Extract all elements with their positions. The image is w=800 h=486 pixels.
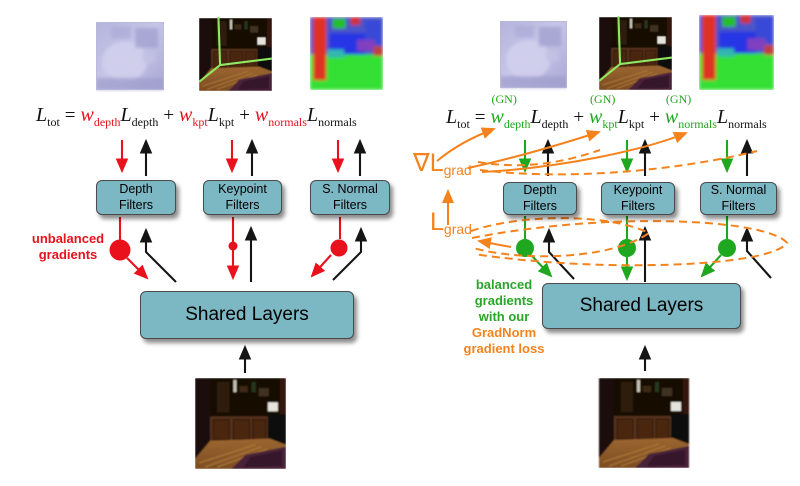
right-gradient-dot-1 — [516, 239, 534, 257]
nabla-dashed-curve-2 — [479, 150, 758, 176]
right-keypoint-target-image — [599, 15, 672, 92]
gradnorm-loss-arrows — [436, 127, 789, 267]
box-label-line: Keypoint — [218, 181, 267, 196]
left-gradient-dot-medium — [330, 239, 348, 257]
dot-to-lgrad-arrow — [477, 237, 512, 250]
annotation-line: gradient loss — [463, 341, 545, 356]
plus-sign: + — [649, 107, 660, 128]
box-label-line: S. Normal — [710, 182, 767, 197]
nabla-dashed-curve-1 — [477, 149, 601, 167]
right-normals-target-image — [699, 15, 774, 90]
left-eq-total-loss: Ltot — [36, 104, 60, 129]
shared-layers-label: Shared Layers — [185, 304, 309, 325]
annotation-line: unbalanced — [31, 231, 105, 246]
left-snormal-filters-box: S. Normal Filters — [310, 180, 390, 215]
right-green-grad-arrow-3 — [700, 254, 722, 278]
left-black-bent-arrow-1 — [139, 227, 177, 283]
left-loss-filter-arrows — [115, 138, 367, 176]
right-snormal-filters-box: S. Normal Filters — [700, 182, 777, 215]
right-eq-l-kpt: Lkpt — [617, 106, 645, 131]
right-eq-total-loss: Ltot — [446, 106, 470, 131]
left-eq-w-depth: wdepth — [80, 104, 121, 129]
right-eq-w-normals: (GN)wnormals — [664, 92, 717, 131]
left-red-grad-arrow-3 — [310, 254, 332, 278]
box-label-line: Filters — [721, 198, 756, 213]
right-black-bent-arrow-1 — [542, 227, 575, 280]
equals-sign: = — [64, 105, 76, 126]
lgrad-base: L — [430, 208, 444, 236]
left-unbalanced-gradient-arrows — [109, 217, 368, 373]
box-label-line: Filters — [118, 197, 154, 212]
right-depth-filters-box: Depth Filters — [503, 182, 577, 215]
annotation-line: gradients — [474, 293, 534, 308]
right-balanced-gradient-arrows — [516, 216, 772, 371]
left-normals-target-image — [310, 17, 383, 90]
left-gradient-dot-small — [228, 241, 238, 251]
right-keypoint-filters-box: Keypoint Filters — [601, 182, 675, 215]
lgrad-base: L — [429, 149, 444, 177]
annotation-line: balanced — [475, 277, 533, 292]
equals-sign: = — [474, 107, 486, 128]
right-eq-l-normals: Lnormals — [716, 106, 767, 131]
plus-sign: + — [239, 105, 250, 126]
shared-layers-label: Shared Layers — [579, 295, 704, 316]
left-eq-l-normals: Lnormals — [306, 104, 357, 129]
right-green-grad-arrow-1 — [530, 254, 553, 278]
nabla-lgrad-label: ∇Lgrad — [413, 148, 472, 178]
annotation-line: GradNorm — [471, 325, 537, 340]
right-loss-equation: Ltot = (GN)wdepth Ldepth + (GN)wkpt Lkpt… — [446, 92, 767, 132]
left-red-grad-arrow-1 — [126, 257, 149, 280]
nabla-to-wnormals-arrow — [481, 132, 688, 173]
right-gradient-dot-2 — [618, 239, 636, 257]
box-label-line: Filters — [332, 197, 368, 212]
gn-superscript: (GN) — [491, 92, 517, 106]
left-eq-l-kpt: Lkpt — [207, 104, 235, 129]
right-depth-target-image — [500, 17, 567, 92]
left-depth-filters-box: Depth Filters — [96, 180, 176, 215]
right-gradient-dot-3 — [718, 239, 736, 257]
plus-sign: + — [163, 105, 175, 126]
plus-sign: + — [573, 107, 585, 128]
right-eq-l-depth: Ldepth — [530, 106, 569, 131]
nabla-symbol: ∇ — [413, 149, 430, 177]
balanced-gradients-label: balanced gradients with our GradNorm gra… — [452, 277, 556, 357]
gn-superscript: (GN) — [665, 92, 692, 106]
right-eq-w-kpt: (GN)wkpt — [589, 92, 618, 131]
box-label-line: Filters — [225, 197, 260, 212]
box-label-line: Filters — [522, 198, 558, 213]
left-black-bent-arrow-3 — [332, 226, 368, 281]
box-label-line: Filters — [620, 198, 656, 213]
left-keypoint-filters-box: Keypoint Filters — [203, 180, 282, 215]
left-depth-target-image — [96, 20, 164, 92]
annotation-line: with our — [478, 309, 530, 324]
lgrad-sub: grad — [443, 221, 472, 238]
left-gradient-dot-large — [109, 239, 131, 261]
box-label-line: Depth — [523, 182, 557, 197]
box-label-line: S. Normal — [322, 181, 378, 196]
lgrad-loop-1 — [470, 217, 651, 258]
left-loss-equation: Ltot = wdepth Ldepth + wkpt Lkpt + wnorm… — [36, 104, 357, 130]
left-keypoint-target-image — [199, 17, 272, 92]
nabla-to-wkpt-arrow — [467, 129, 601, 169]
gn-superscript: (GN) — [590, 92, 616, 106]
lgrad-sub: grad — [443, 162, 472, 179]
lgrad-label: Lgrad — [430, 208, 472, 237]
nabla-to-wdepth-arrow — [436, 127, 496, 162]
left-eq-w-normals: wnormals — [254, 104, 307, 129]
right-input-image — [596, 378, 692, 468]
box-label-line: Depth — [119, 181, 153, 196]
annotation-line: gradients — [38, 246, 98, 262]
left-eq-w-kpt: wkpt — [179, 104, 208, 129]
lgrad-loop-2 — [471, 220, 789, 267]
left-input-image — [195, 378, 286, 469]
left-shared-layers-box: Shared Layers — [140, 291, 354, 339]
box-label-line: Keypoint — [613, 182, 663, 197]
left-eq-l-depth: Ldepth — [120, 104, 159, 129]
right-shared-layers-box: Shared Layers — [542, 283, 741, 329]
right-black-bent-arrow-3 — [740, 226, 772, 279]
right-eq-w-depth: (GN)wdepth — [490, 92, 531, 131]
unbalanced-gradients-label: unbalanced gradients — [18, 231, 118, 262]
